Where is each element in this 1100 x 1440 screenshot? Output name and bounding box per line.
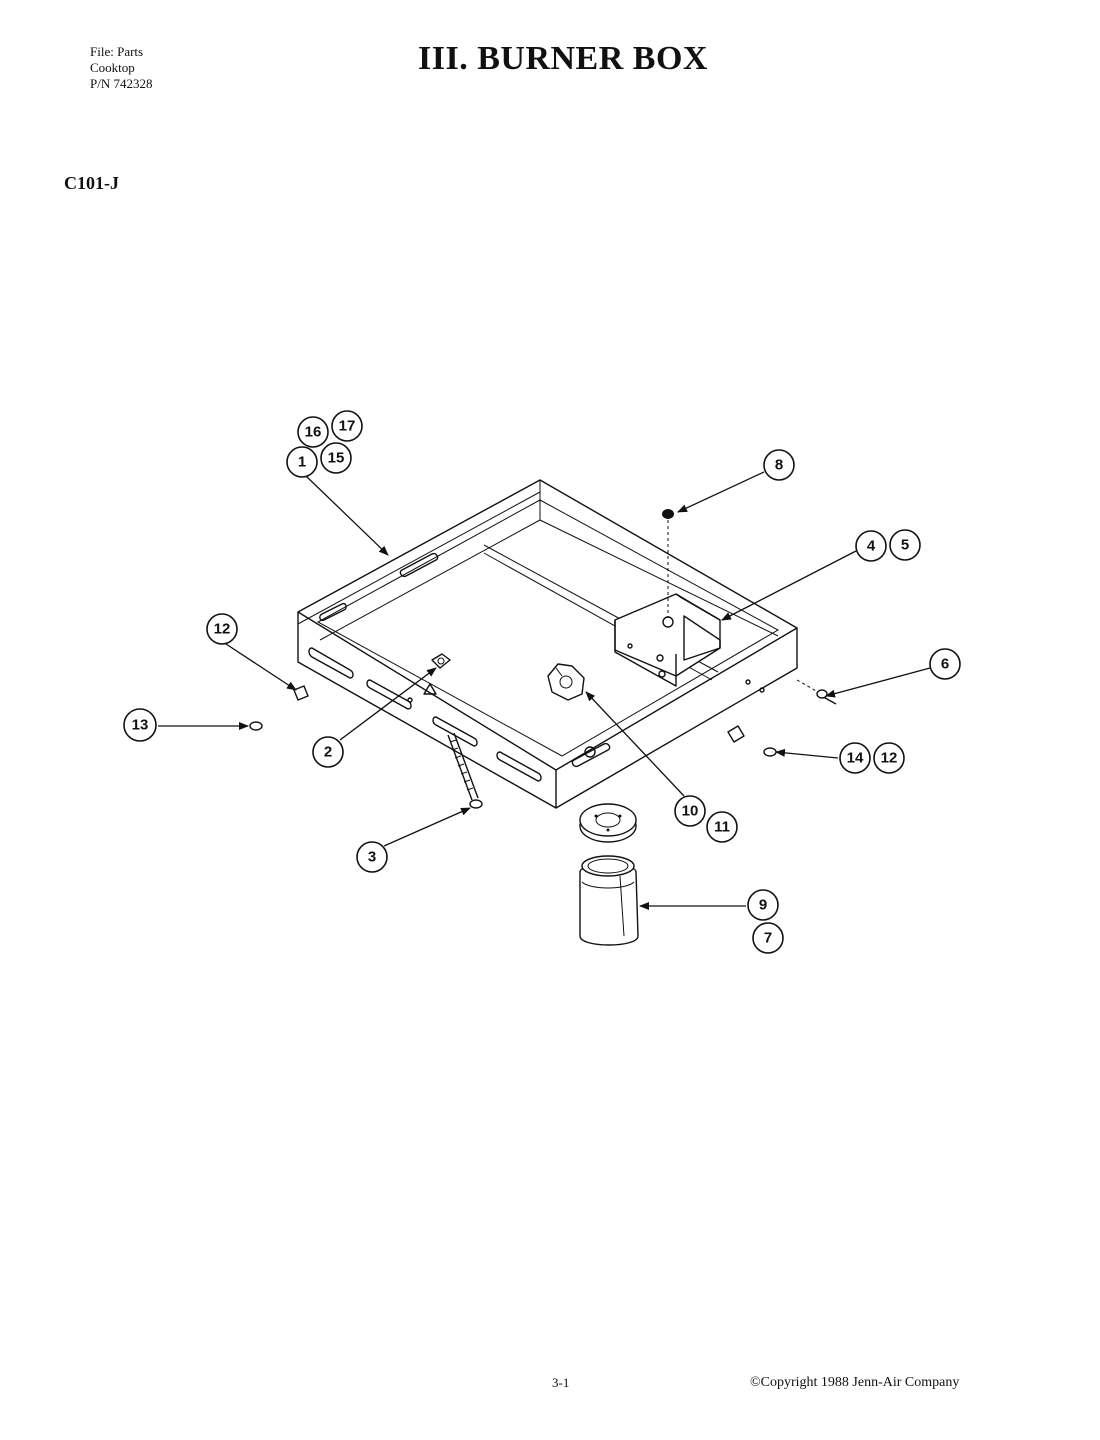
svg-text:5: 5 <box>901 537 909 554</box>
callout-4: 4 <box>855 530 887 562</box>
svg-text:11: 11 <box>714 819 730 836</box>
callout-2: 2 <box>312 736 344 768</box>
svg-text:12: 12 <box>881 750 898 767</box>
page-title: III. BURNER BOX <box>418 40 708 77</box>
svg-text:6: 6 <box>941 656 949 673</box>
bracket <box>614 593 721 687</box>
callout-16: 16 <box>297 416 329 448</box>
screw-6 <box>816 689 837 705</box>
callout-11: 11 <box>706 811 738 843</box>
copyright-notice: ©Copyright 1988 Jenn-Air Company <box>750 1375 960 1390</box>
svg-text:8: 8 <box>775 457 783 474</box>
callout-9: 9 <box>747 889 779 921</box>
callout-14: 14 <box>839 742 871 774</box>
callout-12b: 12 <box>873 742 905 774</box>
callout-6: 6 <box>929 648 961 680</box>
page-number: 3-1 <box>552 1375 570 1390</box>
callout-13: 13 <box>123 708 157 742</box>
svg-text:7: 7 <box>764 930 772 947</box>
clip-14 <box>727 725 745 743</box>
file-line-1: File: Parts <box>90 44 144 59</box>
callout-7: 7 <box>752 922 784 954</box>
file-info: File: Parts Cooktop P/N 742328 <box>90 44 152 92</box>
small-screw-13 <box>249 721 263 731</box>
svg-text:10: 10 <box>682 803 699 820</box>
callout-12a: 12 <box>206 613 238 645</box>
file-line-3: P/N 742328 <box>90 76 153 91</box>
callout-5: 5 <box>889 529 921 561</box>
thermostat-switch <box>547 663 585 701</box>
burner-box-tray <box>297 479 798 809</box>
callout-1: 1 <box>286 446 318 478</box>
screw-12b <box>763 747 777 757</box>
long-screw <box>447 732 483 809</box>
burner-cap <box>579 803 637 843</box>
svg-text:2: 2 <box>324 744 332 761</box>
svg-text:16: 16 <box>305 424 322 441</box>
small-screw-12 <box>293 685 309 701</box>
svg-text:3: 3 <box>368 849 376 866</box>
grommet <box>662 509 674 618</box>
callout-17: 17 <box>331 410 363 442</box>
svg-text:4: 4 <box>867 538 876 555</box>
callout-3: 3 <box>356 841 388 873</box>
callout-10: 10 <box>674 795 706 827</box>
svg-text:13: 13 <box>132 717 149 734</box>
svg-text:17: 17 <box>339 418 356 435</box>
svg-text:12: 12 <box>214 621 231 638</box>
callout-15: 15 <box>320 442 352 474</box>
jar <box>579 855 639 946</box>
model-code: C101-J <box>64 173 119 193</box>
svg-text:1: 1 <box>298 454 306 471</box>
clip-nut <box>431 653 451 669</box>
callout-8: 8 <box>763 449 795 481</box>
svg-text:14: 14 <box>847 750 864 767</box>
file-line-2: Cooktop <box>90 60 135 75</box>
svg-text:9: 9 <box>759 897 767 914</box>
svg-text:15: 15 <box>328 450 345 467</box>
